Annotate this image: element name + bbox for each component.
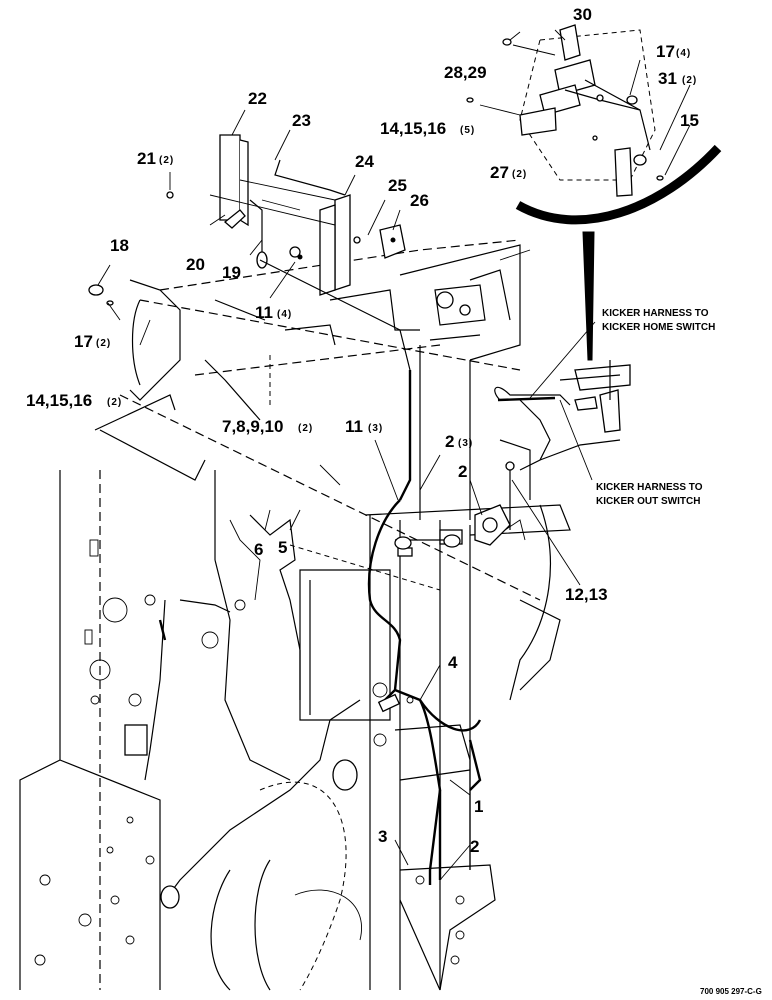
callout-14-15-16-top-qty: (5) [460, 125, 475, 136]
callout-24: 24 [355, 152, 374, 171]
callout-17-top-qty: (4) [676, 48, 691, 59]
note-out-switch-line1: KICKER HARNESS TO [596, 482, 703, 493]
callout-17-left-qty: (2) [96, 338, 111, 349]
harness-notes: KICKER HARNESS TO KICKER HOME SWITCH KIC… [596, 308, 715, 507]
callout-27-qty: (2) [512, 169, 527, 180]
callout-31: 31 [658, 69, 677, 88]
callout-20: 20 [186, 255, 205, 274]
callout-31-qty: (2) [682, 75, 697, 86]
callout-2-upper: 2 [445, 432, 454, 451]
note-home-switch-line1: KICKER HARNESS TO [602, 308, 709, 319]
upper-left-hardware [88, 284, 114, 306]
callout-17-left: 17 [74, 332, 93, 351]
callout-11-lower-qty: (3) [368, 423, 383, 434]
callout-14-15-16-left-qty: (2) [107, 397, 122, 408]
upper-frame [284, 249, 531, 346]
callout-15: 15 [680, 111, 699, 130]
callout-11-upper: 11 [255, 303, 273, 322]
callout-25: 25 [388, 176, 407, 195]
note-out-switch-line2: KICKER OUT SWITCH [596, 496, 700, 507]
callout-3: 3 [378, 827, 387, 846]
callout-labels: 30 17 (4) 28,29 31 (2) 14,15,16 (5) 15 2… [26, 5, 699, 856]
mounting-bracket [166, 134, 411, 371]
dashed-reference-lines [119, 239, 541, 601]
note-home-switch-line2: KICKER HOME SWITCH [602, 322, 715, 333]
callout-18: 18 [110, 236, 129, 255]
kicker-switch-assembly [474, 461, 526, 546]
detail-pointer [515, 144, 722, 361]
callout-22: 22 [248, 89, 267, 108]
callout-7-8-9-10-qty: (2) [298, 423, 313, 434]
left-side-panel [19, 279, 362, 991]
callout-30: 30 [573, 5, 592, 24]
figure-code: 700 905 297-C-G [700, 987, 762, 996]
callout-11-upper-qty: (4) [277, 309, 292, 320]
kicker-harness-inset [494, 360, 631, 471]
callout-28-29: 28,29 [444, 63, 487, 82]
callout-17-top: 17 [656, 42, 675, 61]
callout-21-qty: (2) [159, 155, 174, 166]
callout-21: 21 [137, 149, 156, 168]
callout-26: 26 [410, 191, 429, 210]
leader-lines [97, 29, 691, 881]
callout-4: 4 [448, 653, 458, 672]
callout-2-lower: 2 [470, 837, 479, 856]
callout-7-8-9-10: 7,8,9,10 [222, 417, 283, 436]
callout-14-15-16-top: 14,15,16 [380, 119, 446, 138]
callout-23: 23 [292, 111, 311, 130]
callout-2-mid: 2 [458, 462, 467, 481]
callout-12-13: 12,13 [565, 585, 608, 604]
callout-11-lower: 11 [345, 417, 363, 436]
callout-6: 6 [254, 540, 263, 559]
callout-1: 1 [474, 797, 483, 816]
callout-19: 19 [222, 263, 241, 282]
callout-27: 27 [490, 163, 509, 182]
callout-5: 5 [278, 538, 287, 557]
detail-bracket [466, 24, 664, 197]
callout-2-upper-qty: (3) [458, 438, 473, 449]
wiring-harness [124, 370, 482, 909]
callout-14-15-16-left: 14,15,16 [26, 391, 92, 410]
